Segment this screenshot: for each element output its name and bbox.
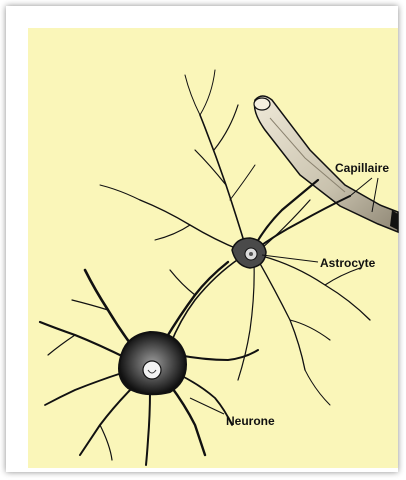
astrocyte-body xyxy=(232,238,266,268)
neuron-label: Neurone xyxy=(226,414,275,428)
astrocyte-label: Astrocyte xyxy=(320,256,375,270)
label-leaders xyxy=(190,178,378,414)
capillary-label: Capillaire xyxy=(335,161,389,175)
neuron-leader xyxy=(190,398,224,414)
neuron-body xyxy=(119,332,186,394)
